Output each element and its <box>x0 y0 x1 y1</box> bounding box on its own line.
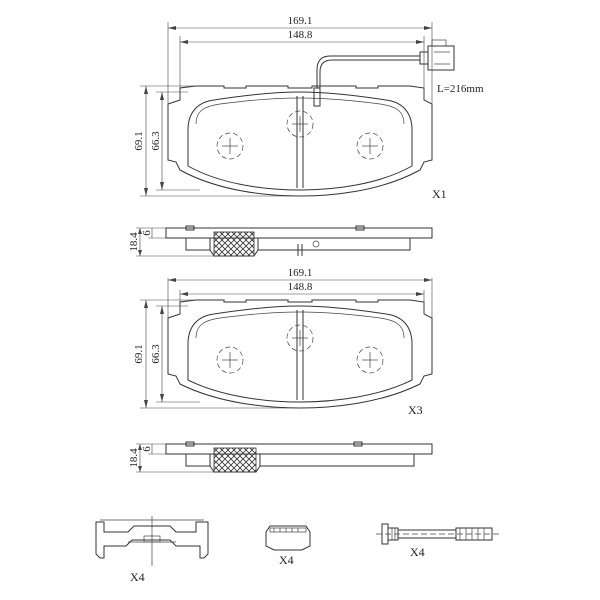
pad-bottom-dimensions <box>140 278 433 409</box>
dim-inner-height-bottom: 66.3 <box>150 344 162 364</box>
side-bottom-dimensions <box>136 443 214 473</box>
mounting-hole-left-bottom <box>216 346 244 374</box>
quantity-label-bottom: X3 <box>408 403 423 417</box>
pad-front-view-top <box>167 85 433 197</box>
backing-plate-side <box>165 227 433 239</box>
wear-sensor-wire <box>313 39 455 107</box>
anti-rattle-spring <box>95 516 209 566</box>
wire-length-label: L=216mm <box>437 83 484 95</box>
friction-material-outline <box>187 91 413 191</box>
dim-plate-thickness-top: 6 <box>141 230 153 236</box>
side-top-dimensions <box>136 227 214 257</box>
clip-quantity-label: X4 <box>279 553 294 567</box>
dim-total-thickness-top: 18.4 <box>128 232 140 252</box>
spring-quantity-label: X4 <box>130 570 145 584</box>
mounting-hole-right <box>356 132 384 160</box>
friction-material-hatch <box>213 231 255 257</box>
mounting-hole-center <box>286 110 314 138</box>
dim-overall-height-bottom: 69.1 <box>133 344 145 363</box>
mounting-hole-right-bottom <box>356 346 384 374</box>
pad-top-dimensions <box>140 22 433 197</box>
mounting-hole-left <box>216 132 244 160</box>
guide-bolt <box>376 523 500 545</box>
dim-overall-width-bottom: 169.1 <box>288 267 313 279</box>
quantity-label-top: X1 <box>432 187 447 201</box>
dim-inner-width-bottom: 148.8 <box>288 281 313 293</box>
pad-side-view-top <box>165 225 433 257</box>
bolt-quantity-label: X4 <box>410 545 425 559</box>
retaining-clip <box>265 525 311 551</box>
friction-material-hatch-bottom <box>213 447 257 473</box>
friction-material-outline-bottom <box>187 305 413 403</box>
dim-overall-height-top: 69.1 <box>133 131 145 150</box>
mounting-hole-center-bottom <box>286 324 314 352</box>
backing-plate-outline-bottom <box>167 299 433 409</box>
backing-plate-outline <box>167 85 433 197</box>
pad-side-view-bottom <box>165 441 433 473</box>
dim-plate-thickness-bottom: 6 <box>141 446 153 452</box>
dim-overall-width-top: 169.1 <box>288 15 313 27</box>
dim-total-thickness-bottom: 18.4 <box>128 448 140 468</box>
dim-inner-width-top: 148.8 <box>288 29 313 41</box>
dim-inner-height-top: 66.3 <box>150 131 162 151</box>
pad-front-view-bottom <box>167 299 433 409</box>
